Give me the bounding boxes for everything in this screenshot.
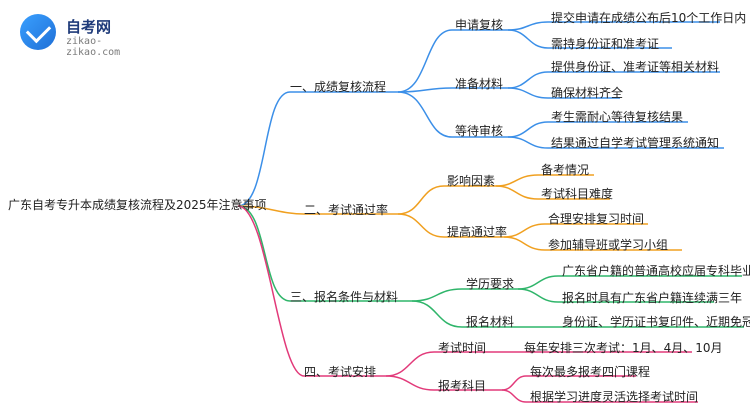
branch-pass-rate: 二、考试通过率 bbox=[304, 203, 389, 217]
leaf-item: 备考情况 bbox=[541, 163, 590, 177]
connector-c31-l2 bbox=[517, 288, 559, 303]
leaf-item: 根据学习进度灵活选择考试时间 bbox=[530, 390, 699, 404]
leaf-item: 参加辅导班或学习小组 bbox=[548, 238, 669, 252]
branch-score-review: 一、成绩复核流程 bbox=[290, 80, 387, 94]
branch-exam-schedule: 四、考试安排 bbox=[304, 365, 377, 379]
connector-c13-l1 bbox=[507, 121, 549, 138]
node-improve-rate: 提高通过率 bbox=[447, 225, 508, 239]
connector-b1-c13 bbox=[397, 91, 453, 138]
node-await-review: 等待审核 bbox=[455, 124, 504, 138]
leaf-item: 提交申请在成绩公布后10个工作日内 bbox=[551, 11, 747, 25]
node-factors: 影响因素 bbox=[447, 174, 496, 188]
leaf-item: 考生需耐心等待复核结果 bbox=[551, 110, 684, 124]
node-education-req: 学历要求 bbox=[466, 277, 515, 291]
connector-c21-l1 bbox=[495, 174, 539, 187]
leaf-item: 考试科目难度 bbox=[541, 187, 614, 201]
logo-check-icon bbox=[20, 14, 56, 50]
connector-b3-c31 bbox=[411, 288, 463, 302]
connector-c12-l2 bbox=[507, 87, 549, 99]
connector-b4-c42 bbox=[385, 375, 435, 391]
leaf-item: 结果通过自学考试管理系统通知 bbox=[551, 136, 720, 150]
connector-root-b3 bbox=[237, 205, 291, 302]
node-registration-materials: 报名材料 bbox=[466, 315, 515, 329]
node-apply-review: 申请复核 bbox=[455, 18, 504, 32]
connector-b1-c11 bbox=[397, 29, 453, 93]
node-exam-time: 考试时间 bbox=[438, 341, 487, 355]
connector-b3-c32 bbox=[411, 300, 463, 328]
leaf-item: 报名时具有广东省户籍连续满三年 bbox=[562, 291, 743, 305]
node-prepare-materials: 准备材料 bbox=[455, 77, 504, 91]
leaf-item: 身份证、学历证书复印件、近期免冠照片 bbox=[562, 315, 750, 329]
site-url: zikao-zikao.com bbox=[66, 36, 121, 58]
connector-c22-l1 bbox=[503, 223, 546, 238]
connector-c31-l1 bbox=[517, 275, 559, 290]
branch-requirements: 三、报名条件与材料 bbox=[290, 290, 399, 304]
connector-c13-l2 bbox=[507, 136, 549, 149]
leaf-item: 确保材料齐全 bbox=[551, 86, 624, 100]
connector-b2-c22 bbox=[397, 213, 445, 238]
leaf-item: 每年安排三次考试：1月、4月、10月 bbox=[524, 341, 723, 355]
connector-root-b2 bbox=[237, 205, 305, 215]
connector-c42-l2 bbox=[501, 389, 527, 403]
connector-c11-l1 bbox=[507, 21, 549, 31]
node-exam-subjects: 报考科目 bbox=[438, 379, 487, 393]
site-name: 自考网 bbox=[66, 18, 112, 36]
root-node: 广东自考专升本成绩复核流程及2025年注意事项 bbox=[8, 198, 267, 212]
leaf-item: 广东省户籍的普通高校应届专科毕业生 bbox=[562, 264, 750, 278]
leaf-item: 需持身份证和准考证 bbox=[551, 37, 660, 51]
connector-c11-l2 bbox=[507, 29, 549, 49]
connector-b4-c41 bbox=[385, 351, 435, 377]
connector-b1-c12 bbox=[397, 87, 453, 93]
connector-root-b4 bbox=[237, 205, 305, 377]
connector-b2-c21 bbox=[397, 185, 445, 215]
connector-c12-l1 bbox=[507, 71, 549, 89]
leaf-item: 提供身份证、准考证等相关材料 bbox=[551, 60, 720, 74]
leaf-item: 合理安排复习时间 bbox=[548, 212, 645, 226]
leaf-item: 每次最多报考四门课程 bbox=[530, 365, 651, 379]
connector-root-b1 bbox=[237, 91, 291, 207]
site-logo[interactable]: 自考网 zikao-zikao.com bbox=[20, 14, 140, 58]
connector-c42-l1 bbox=[501, 375, 527, 391]
connector-c21-l2 bbox=[495, 185, 539, 200]
connector-c22-l2 bbox=[503, 236, 546, 251]
